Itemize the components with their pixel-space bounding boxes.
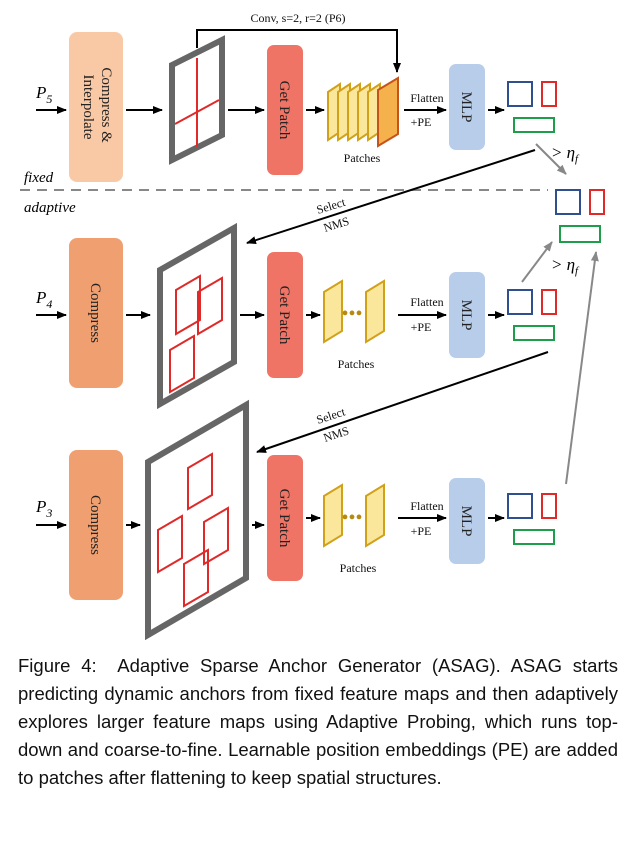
arrow-threshold-mid <box>521 241 553 283</box>
selected-box-green <box>559 225 601 243</box>
mlp-label-p5: MLP <box>458 92 474 123</box>
patches-label-p4: Patches <box>338 357 375 371</box>
selected-box-blue <box>555 189 581 215</box>
feature-map-p3 <box>145 399 249 640</box>
compress-interpolate-label: Compress & Interpolate <box>80 67 114 146</box>
output-box-green-p3 <box>513 529 555 545</box>
arrow-threshold-bottom <box>565 251 599 485</box>
get-patch-label-p5: Get Patch <box>276 81 292 140</box>
pe-label-p5: +PE <box>411 115 432 129</box>
output-box-blue-p3 <box>507 493 533 519</box>
input-label-p4: P4 <box>35 288 52 311</box>
conv-arrow <box>196 29 401 73</box>
anchor-line-p5-h <box>174 99 220 125</box>
mlp-label-p4: MLP <box>458 300 474 331</box>
patches-label-p3: Patches <box>340 561 377 575</box>
mlp-block-p5 <box>449 64 485 150</box>
mlp-label-p3: MLP <box>458 506 474 537</box>
flatten-label-p5: Flatten <box>410 91 443 105</box>
patch-pair-p3 <box>323 483 385 548</box>
compress-block-p4 <box>69 238 123 388</box>
threshold-label-mid: >ηf <box>552 255 580 277</box>
get-patch-block-p3 <box>267 455 303 581</box>
conv-label: Conv, s=2, r=2 (P6) <box>250 11 345 25</box>
caption-text: Adaptive Sparse Anchor Generator (ASAG).… <box>18 655 619 788</box>
nms-label-2: NMS <box>322 423 351 444</box>
select-nms-arrow-2 <box>256 351 549 453</box>
pe-label-p3: +PE <box>411 524 432 538</box>
get-patch-label-p3: Get Patch <box>276 489 292 548</box>
caption-label: Figure 4: <box>18 655 97 676</box>
pe-label-p4: +PE <box>411 320 432 334</box>
compress-label-p4: Compress <box>87 283 103 343</box>
compress-interpolate-block <box>69 32 123 182</box>
asag-diagram: P5 Compress & Interpolate Conv, s=2, r=2… <box>20 11 605 640</box>
select-nms-arrow-1 <box>246 149 536 245</box>
anchor-boxes-p3 <box>157 452 229 608</box>
output-box-green-p4 <box>513 325 555 341</box>
input-label-p5: P5 <box>35 83 52 106</box>
figure-caption: Figure 4: Adaptive Sparse Anchor Generat… <box>18 652 618 792</box>
selected-box-red <box>589 189 605 215</box>
output-box-red-p3 <box>541 493 557 519</box>
select-label-1: Select <box>315 195 348 217</box>
anchor-boxes-p4 <box>169 274 223 394</box>
output-box-green-p5 <box>513 117 555 133</box>
patch-stack-p5 <box>327 76 399 148</box>
output-box-blue-p5 <box>507 81 533 107</box>
compress-label-p3: Compress <box>87 495 103 555</box>
arrow-threshold-top <box>535 143 567 175</box>
patch-ellipsis-p4: ••• <box>341 303 362 325</box>
get-patch-block-p5 <box>267 45 303 175</box>
output-box-red-p4 <box>541 289 557 315</box>
output-box-blue-p4 <box>507 289 533 315</box>
compress-block-p3 <box>69 450 123 600</box>
patch-ellipsis-p3: ••• <box>341 507 362 529</box>
patch-pair-p4 <box>323 279 385 344</box>
flatten-label-p4: Flatten <box>410 295 443 309</box>
get-patch-label-p4: Get Patch <box>276 286 292 345</box>
fixed-label: fixed <box>24 170 54 186</box>
mlp-block-p4 <box>449 272 485 358</box>
input-label-p3: P3 <box>35 497 52 520</box>
output-box-red-p5 <box>541 81 557 107</box>
adaptive-label: adaptive <box>24 200 76 216</box>
get-patch-block-p4 <box>267 252 303 378</box>
threshold-label-top: >ηf <box>552 143 580 165</box>
flatten-label-p3: Flatten <box>410 499 443 513</box>
patches-label-p5: Patches <box>344 151 381 165</box>
mlp-block-p3 <box>449 478 485 564</box>
